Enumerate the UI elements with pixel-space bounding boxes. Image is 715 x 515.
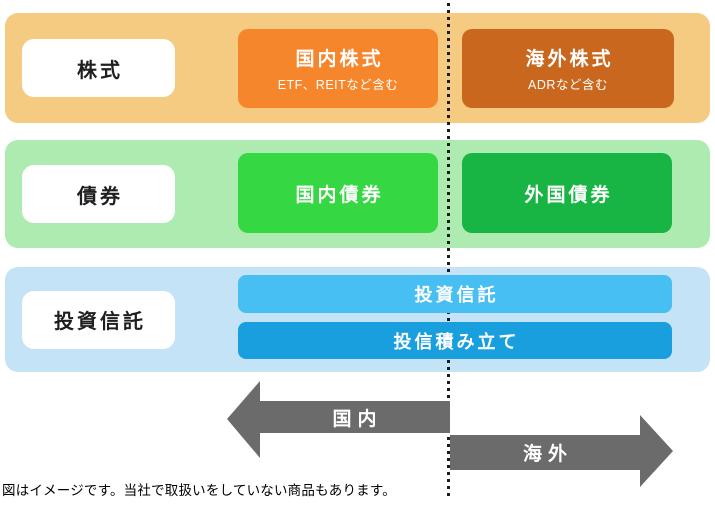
domestic-arrow: 国内 [259,401,450,433]
stocks-label-box: 株式 [22,39,175,97]
domestic-bonds-box: 国内債券 [238,153,438,233]
domestic-stocks-box: 国内株式 ETF、REITなど含む [238,29,438,108]
funds-label-box: 投資信託 [22,290,175,349]
foreign-bonds-title: 外国債券 [524,184,613,206]
foreign-bonds-box: 外国債券 [462,153,672,233]
center-divider-dotted-line [447,3,450,497]
overseas-stocks-subtitle: ADRなど含む [528,78,608,92]
domestic-bonds-title: 国内債券 [295,184,384,206]
domestic-arrow-label: 国内 [332,408,383,430]
footnote: 図はイメージです。当社で取扱いをしていない商品もあります。 [2,483,396,498]
bonds-label: 債券 [77,185,123,208]
domestic-arrow-head-icon [227,381,260,458]
stocks-label: 株式 [77,59,123,82]
investment-trust-bar: 投資信託 [238,275,672,313]
funds-label: 投資信託 [54,311,146,333]
domestic-stocks-title: 国内株式 [295,49,384,70]
bonds-label-box: 債券 [22,165,175,223]
overseas-stocks-title: 海外株式 [525,49,614,70]
overseas-stocks-box: 海外株式 ADRなど含む [462,29,674,108]
overseas-arrow-label: 海外 [522,444,573,465]
bonds-row: 債券 国内債券 外国債券 [5,140,710,248]
stocks-row: 株式 国内株式 ETF、REITなど含む 海外株式 ADRなど含む [5,13,710,123]
overseas-arrow-head-icon [640,415,673,487]
domestic-stocks-subtitle: ETF、REITなど含む [277,78,399,92]
trust-accumulation-bar: 投信積み立て [238,322,672,359]
funds-row: 投資信託 投資信託 投信積み立て [5,267,710,372]
overseas-arrow: 海外 [450,435,640,470]
